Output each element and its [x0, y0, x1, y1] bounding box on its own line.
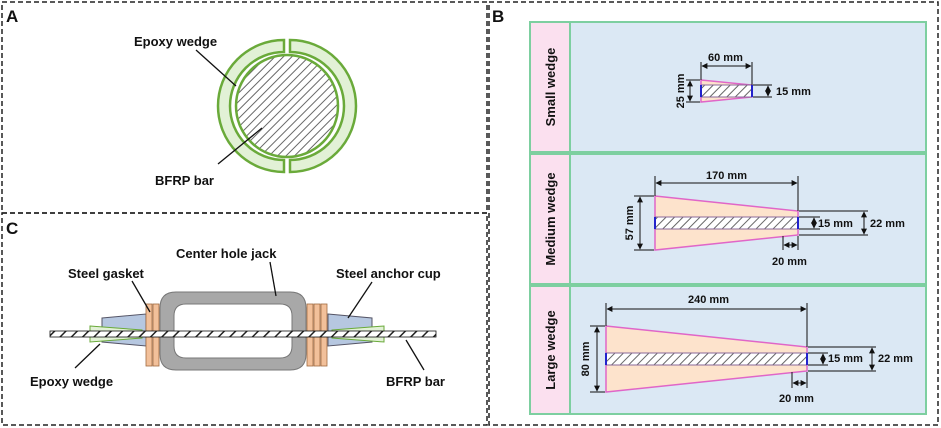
c-bar-leader-line [405, 339, 425, 371]
bar-leader-line [217, 127, 263, 165]
large-outer-label: 22 mm [878, 353, 913, 365]
medium-height-label: 57 mm [624, 205, 636, 240]
small-wedge-hole [700, 84, 753, 98]
medium-wedge-side [529, 153, 571, 285]
medium-outer-label: 22 mm [870, 218, 905, 230]
medium-tip-label: 20 mm [772, 256, 807, 268]
large-height-label: 80 mm [580, 341, 592, 376]
bfrp-bar-section [234, 53, 340, 159]
jack-leader-line [269, 261, 277, 297]
center-hole-jack [159, 291, 307, 371]
bfrp-bar [49, 330, 437, 338]
panel-a-letter: A [6, 7, 18, 26]
epoxy-leader-line [195, 49, 237, 87]
small-length-label: 60 mm [708, 52, 743, 64]
large-tip-label: 20 mm [779, 393, 814, 405]
small-wedge-side [529, 21, 571, 153]
medium-wedge-title: Medium wedge [543, 172, 558, 265]
small-wedge-title: Small wedge [543, 48, 558, 127]
medium-wedge-hole [654, 216, 799, 230]
epoxy-wedge-right-half [288, 38, 358, 174]
small-hole-label: 15 mm [776, 86, 811, 98]
gasket-leader-line [131, 280, 151, 313]
large-hole-label: 15 mm [828, 353, 863, 365]
large-wedge-hole [605, 352, 808, 366]
small-height-label: 25 mm [675, 73, 687, 108]
panel-c-bar-label: BFRP bar [386, 374, 445, 389]
panel-c-letter: C [6, 219, 18, 238]
jack-label: Center hole jack [176, 246, 277, 261]
c-epoxy-leader-line [74, 343, 101, 369]
cup-label: Steel anchor cup [336, 266, 441, 281]
panel-a: A Epoxy wedge BFRP bar [6, 7, 358, 188]
gasket-label: Steel gasket [68, 266, 145, 281]
panel-b-letter: B [492, 7, 504, 26]
medium-length-label: 170 mm [706, 170, 747, 182]
medium-wedge-drawing: 170 mm 57 mm 15 mm 22 mm 20 mm [624, 170, 905, 268]
panel-c-frame [1, 212, 488, 426]
panel-b-frame [488, 1, 939, 426]
large-wedge-drawing: 240 mm 80 mm 15 mm 22 mm 20 mm [580, 294, 913, 405]
large-wedge-title: Large wedge [543, 310, 558, 389]
cup-leader-line [347, 281, 373, 319]
panel-c: C Center hole jack Steel gasket Steel an… [6, 219, 445, 389]
panel-c-epoxy-label: Epoxy wedge [30, 374, 113, 389]
epoxy-wedge-left-half [216, 38, 286, 174]
small-wedge-drawing: 60 mm 25 mm 15 mm [675, 52, 811, 108]
panel-a-bar-label: BFRP bar [155, 173, 214, 188]
large-length-label: 240 mm [688, 294, 729, 306]
medium-hole-label: 15 mm [818, 218, 853, 230]
panel-b: B Small wedge Medium wedge Large wedge 6… [492, 7, 927, 415]
panel-a-epoxy-label: Epoxy wedge [134, 34, 217, 49]
